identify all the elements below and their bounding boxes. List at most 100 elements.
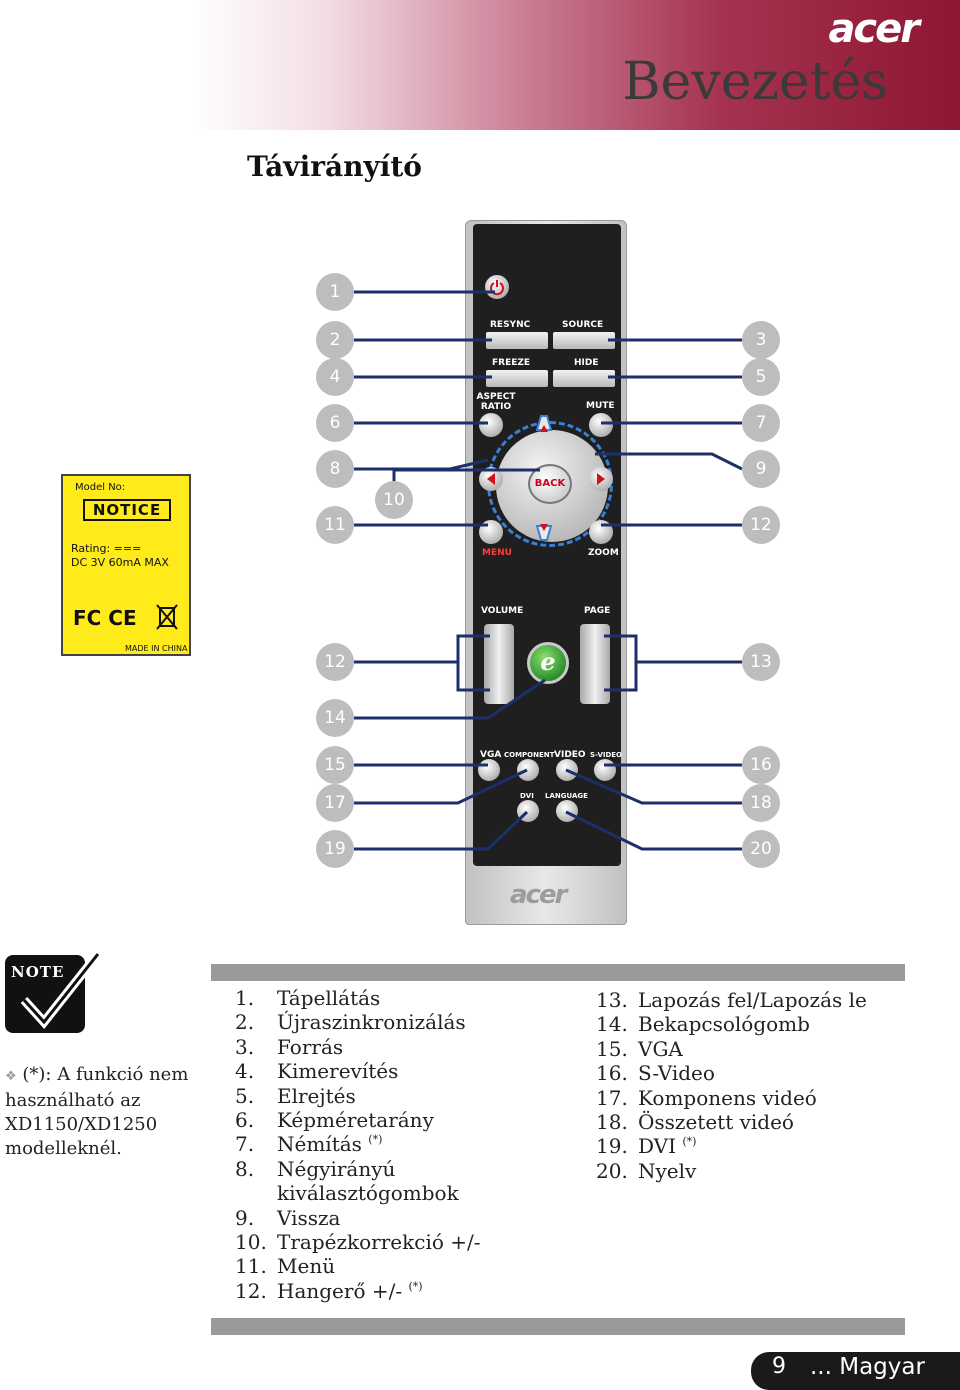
svideo-button[interactable] [594, 759, 616, 781]
legend-item: 11.Menü [235, 1254, 336, 1279]
language-button[interactable] [556, 800, 578, 822]
right-arrow-icon [597, 473, 605, 485]
vga-button[interactable] [478, 759, 500, 781]
page-number: 9 [772, 1354, 786, 1379]
callout-3: 3 [742, 321, 780, 359]
callout-16: 16 [742, 746, 780, 784]
asterisk-mark: (*) [368, 1133, 383, 1147]
footer-page-tab [751, 1352, 960, 1390]
model-no-label: Model No: [75, 482, 126, 493]
keystone-up-icon[interactable] [529, 412, 559, 440]
menu-button[interactable] [479, 520, 503, 544]
note-text: ❖ (*): A funkció nem használható az XD11… [5, 1063, 195, 1161]
legend-item: 20.Nyelv [596, 1158, 697, 1183]
zoom-button[interactable] [589, 520, 613, 544]
callout-1: 1 [316, 273, 354, 311]
callout-5: 5 [742, 358, 780, 396]
weee-bin-icon [156, 604, 178, 630]
svideo-label: S-VIDEO [590, 751, 623, 759]
video-button[interactable] [556, 759, 578, 781]
legend-item: 1.Tápellátás [235, 986, 381, 1010]
legend-item: 16.S-Video [596, 1061, 715, 1086]
source-label: SOURCE [562, 320, 604, 330]
volume-label: VOLUME [481, 606, 524, 616]
legend-item: 10.Trapézkorrekció +/- [235, 1230, 481, 1255]
legend-item: 3.Forrás [235, 1034, 344, 1059]
callout-13: 13 [742, 643, 780, 681]
power-button[interactable] [485, 275, 509, 299]
rating-line-1: Rating: === [71, 542, 142, 555]
notice-box: NOTICE [83, 499, 171, 521]
callout-4: 4 [316, 358, 354, 396]
callout-10: 10 [375, 481, 413, 519]
legend-list-left: 1.Tápellátás 2.Újraszinkronizálás 3.Forr… [235, 986, 481, 1303]
legend-item-continuation: kiválasztógombok [277, 1181, 459, 1206]
volume-rocker[interactable] [484, 624, 514, 704]
video-label: VIDEO [554, 750, 586, 760]
note-body: (*): A funkció nem használható az XD1150… [5, 1064, 189, 1159]
legend-item: 17.Komponens videó [596, 1085, 817, 1110]
asterisk-mark: (*) [408, 1279, 423, 1293]
back-button[interactable]: BACK [528, 464, 572, 504]
callout-7: 7 [742, 404, 780, 442]
keystone-down-icon[interactable] [529, 516, 559, 544]
mute-button[interactable] [589, 413, 613, 437]
callout-11: 11 [316, 506, 354, 544]
asterisk-mark: (*) [682, 1135, 697, 1149]
resync-label: RESYNC [490, 320, 531, 330]
legend-item: 6.Képméretarány [235, 1108, 434, 1133]
callout-12-zoom: 12 [742, 506, 780, 544]
remote-acer-logo: acer [510, 880, 567, 910]
legend-item: 9.Vissza [235, 1205, 341, 1230]
brand-logo: acer [828, 6, 920, 52]
source-button[interactable] [553, 332, 615, 349]
legend-list-right: 13.Lapozás fel/Lapozás le 14.Bekapcsológ… [596, 988, 867, 1183]
e-key-button[interactable]: e [527, 642, 569, 684]
header-banner [0, 0, 960, 130]
left-arrow-icon [487, 473, 495, 485]
aspect-ratio-label: ASPECT RATIO [476, 392, 516, 412]
callout-20: 20 [742, 830, 780, 868]
legend-item: 13.Lapozás fel/Lapozás le [596, 988, 867, 1012]
callout-19: 19 [316, 830, 354, 868]
certification-logos: FC CE [73, 606, 137, 630]
left-arrow-button[interactable] [479, 467, 503, 491]
aspect-ratio-button[interactable] [479, 413, 503, 437]
menu-label: MENU [482, 548, 512, 558]
legend-item: 18.Összetett videó [596, 1110, 794, 1135]
legend-item: 8.Négyirányú [235, 1156, 396, 1181]
hide-label: HIDE [574, 358, 599, 368]
zoom-label: ZOOM [588, 548, 619, 558]
mute-label: MUTE [586, 401, 615, 411]
right-arrow-button[interactable] [589, 467, 613, 491]
section-title: Távirányító [247, 150, 422, 183]
callout-14: 14 [316, 699, 354, 737]
rating-line-2: DC 3V 60mA MAX [71, 556, 169, 569]
freeze-label: FREEZE [492, 358, 531, 368]
dvi-button[interactable] [517, 800, 539, 822]
component-button[interactable] [517, 759, 539, 781]
legend-item: 14.Bekapcsológomb [596, 1012, 810, 1037]
legend-item: 7.Némítás (*) [235, 1132, 383, 1157]
callout-15: 15 [316, 746, 354, 784]
note-icon-label: NOTE [11, 963, 65, 981]
page-label: PAGE [584, 606, 611, 616]
resync-button[interactable] [486, 332, 548, 349]
page-rocker[interactable] [580, 624, 610, 704]
callout-6: 6 [316, 404, 354, 442]
hide-button[interactable] [553, 370, 615, 387]
legend-item: 19.DVI (*) [596, 1134, 697, 1159]
power-icon [490, 280, 504, 296]
component-label: COMPONENT [504, 751, 555, 759]
rating-text: Rating: === DC 3V 60mA MAX [71, 542, 169, 570]
made-in-label: MADE IN CHINA [125, 644, 188, 653]
freeze-button[interactable] [486, 370, 548, 387]
legend-item: 15.VGA [596, 1036, 683, 1061]
callout-8: 8 [316, 450, 354, 488]
bottom-divider-bar [211, 1318, 905, 1335]
checkmark-icon [20, 951, 102, 1029]
legend-item: 5.Elrejtés [235, 1083, 356, 1108]
callout-2: 2 [316, 321, 354, 359]
legend-item: 4.Kimerevítés [235, 1059, 399, 1084]
chapter-title: Bevezetés [622, 52, 888, 112]
